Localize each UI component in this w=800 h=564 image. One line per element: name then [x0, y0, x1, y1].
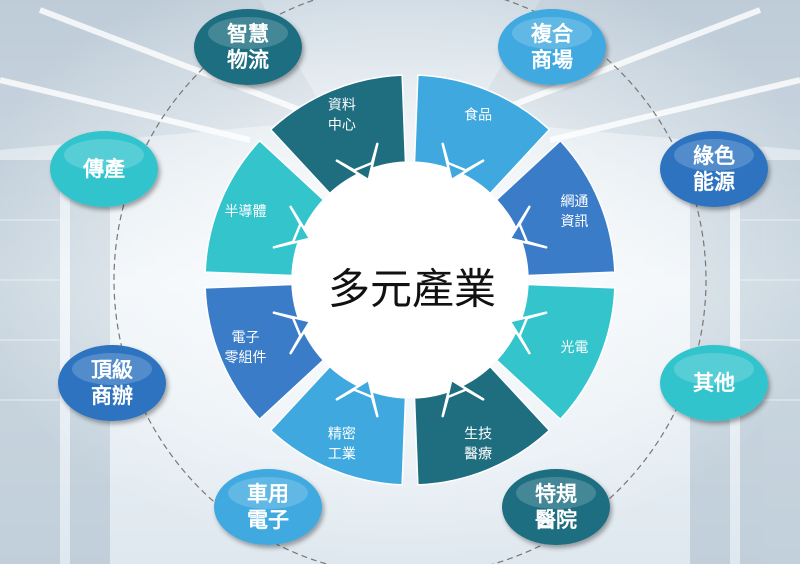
bubble-others: 其他	[660, 345, 768, 421]
segment-label-line: 資訊	[560, 214, 588, 230]
inward-arrow-icon	[508, 205, 548, 249]
segment-label-line: 醫療	[464, 445, 492, 462]
bubble-label-line: 複合	[530, 22, 574, 46]
segment-label-line: 食品	[464, 107, 492, 124]
segment-label-line: 半導體	[225, 204, 267, 220]
segment-label-line: 零組件	[225, 350, 267, 366]
center-disc	[292, 162, 528, 398]
inward-arrow-icon	[508, 311, 548, 355]
inward-arrow-icon	[441, 142, 485, 182]
outer-dashed-ring	[113, 0, 707, 564]
segment-label-line: 光電	[560, 340, 588, 356]
bubble-label-line: 特規	[535, 482, 577, 506]
bubble-label-line: 綠色	[693, 144, 735, 168]
bubble-label-line: 商辦	[91, 384, 133, 408]
segment-label-line: 中心	[328, 118, 356, 134]
inward-arrow-icon	[335, 142, 379, 182]
center-title: 多元產業	[328, 265, 496, 314]
inward-arrow-icon	[272, 311, 312, 355]
bubble-shape	[214, 469, 322, 545]
bubble-shape	[58, 345, 166, 421]
segment-label-line: 精密	[328, 425, 356, 442]
bubble-shape	[660, 345, 768, 421]
segment-label-line: 網通	[560, 194, 588, 210]
bubble-shape	[498, 9, 606, 85]
segment-label-line: 資料	[328, 98, 356, 114]
bubble-shape	[502, 469, 610, 545]
bubble-label-line: 電子	[247, 508, 289, 532]
inward-arrow-icon	[441, 378, 485, 418]
inward-arrow-icon	[272, 205, 312, 249]
bubble-shape	[660, 131, 768, 207]
bubble-highlight	[674, 139, 754, 171]
segment-label-line: 生技	[464, 426, 492, 442]
arrow-ring	[272, 142, 548, 418]
bubble-highlight	[674, 353, 754, 385]
bubble-highlight	[516, 477, 596, 509]
bubble-shape	[50, 131, 158, 207]
bubble-highlight	[228, 477, 308, 509]
bubble-label-line: 其他	[693, 371, 735, 395]
bubble-label-line: 智慧	[227, 22, 269, 46]
bubble-highlight	[512, 17, 592, 49]
bubble-label-line: 傳產	[82, 157, 125, 181]
bubble-label-line: 頂級	[91, 358, 133, 382]
bubble-shape	[194, 9, 302, 85]
bubble-label-line: 能源	[693, 170, 735, 194]
bubble-label-line: 商場	[531, 48, 573, 72]
segment-label-line: 電子	[232, 330, 260, 346]
inward-arrow-icon	[335, 378, 379, 418]
bubble-highlight	[72, 353, 152, 385]
bubble-label-line: 車用	[247, 482, 289, 506]
bubble-heritage: 傳產	[50, 131, 158, 207]
bubble-label-line: 醫院	[535, 508, 577, 532]
bubble-highlight	[64, 139, 144, 171]
segment-label-line: 工業	[328, 446, 356, 462]
bubble-label-line: 物流	[227, 48, 269, 72]
bubble-highlight	[208, 17, 288, 49]
